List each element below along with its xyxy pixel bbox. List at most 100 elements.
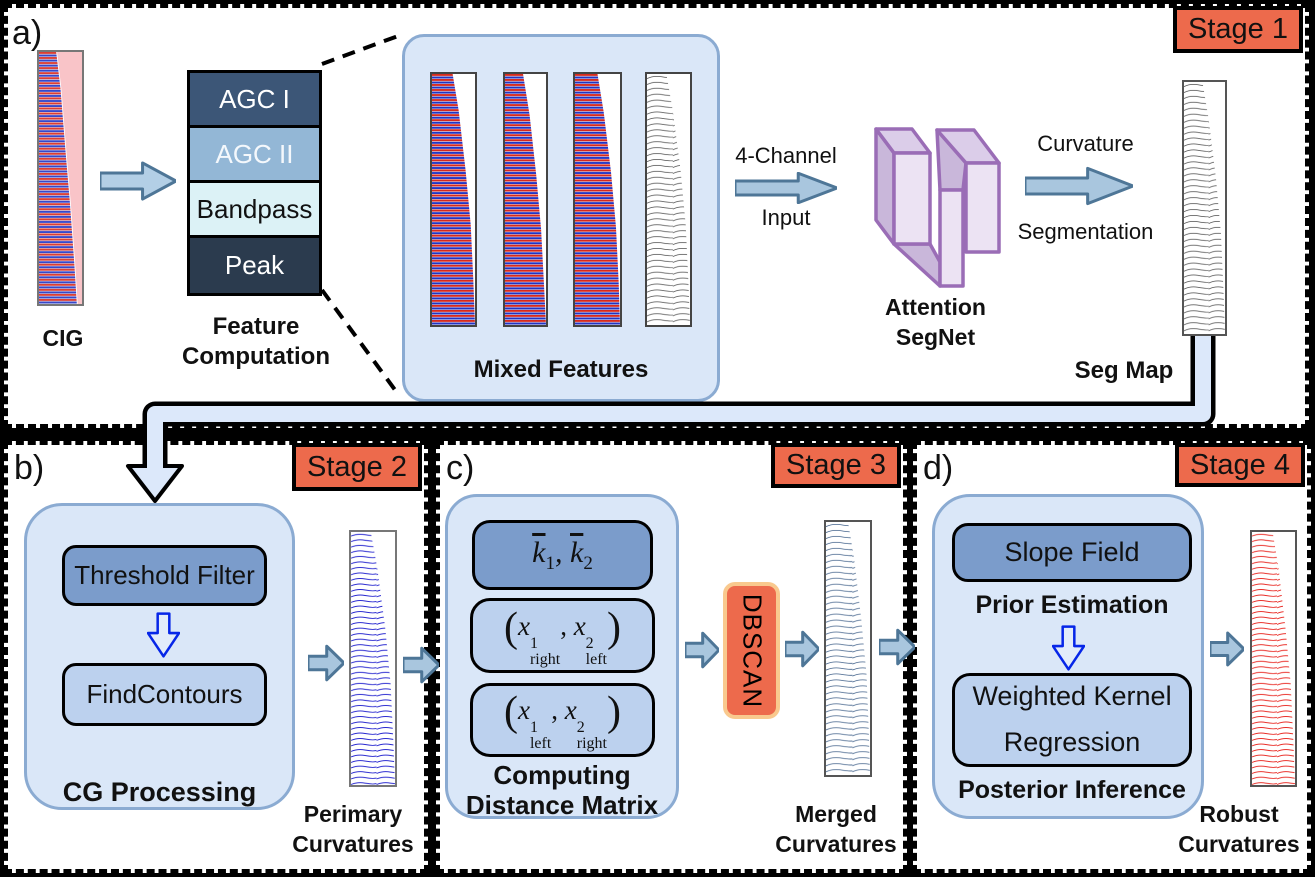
- pair2-open-paren: (: [503, 689, 518, 735]
- panel-c-letter: c): [446, 449, 475, 487]
- robust-curvatures-label: Robust Curvatures: [1178, 801, 1300, 857]
- posterior-inference-label: Posterior Inference: [958, 776, 1186, 804]
- channel-arrow-label-top: 4-Channel: [735, 143, 837, 168]
- merged-curvatures-label: Merged Curvatures: [775, 801, 897, 857]
- arrow-stage3-to-stage4: [879, 627, 915, 667]
- mixed-feature-image-4: [645, 72, 692, 327]
- arrow-matrix-to-dbscan: [685, 630, 719, 670]
- stage1-badge-label: Stage 1: [1188, 13, 1288, 45]
- kbar-comma: ,: [555, 535, 563, 569]
- stage2-badge: Stage 2: [292, 443, 422, 491]
- curvature-arrow-label-top: Curvature: [1037, 131, 1134, 156]
- primary-curvatures-image: [349, 530, 397, 787]
- arrow-stage2-to-stage3: [403, 645, 439, 685]
- dbscan-label: DBSCAN: [737, 593, 767, 708]
- arrow-4channel-input: [735, 172, 837, 204]
- blue-down-arrow-d: [1052, 625, 1085, 671]
- slope-field-label: Slope Field: [1004, 537, 1140, 567]
- pair2-x1-sup: 1: [529, 719, 538, 736]
- findcontours-box: FindContours: [62, 663, 267, 726]
- arrow-inference-to-robust: [1210, 630, 1244, 668]
- mixed-feature-image-1: [430, 72, 477, 327]
- threshold-filter-label: Threshold Filter: [74, 560, 255, 590]
- panel-stage4: d) Stage 4 Slope Field Prior Estimation …: [913, 441, 1311, 873]
- pair1-comma: ,: [560, 610, 567, 641]
- pair1-x1-sub: right: [529, 650, 561, 668]
- dbscan-box: DBSCAN: [723, 582, 780, 719]
- distance-matrix-label: Computing Distance Matrix: [465, 760, 659, 820]
- cg-processing-box: Threshold Filter FindContours CG Process…: [24, 503, 295, 810]
- slope-field-box: Slope Field: [952, 523, 1192, 582]
- k1-base: k: [532, 535, 546, 569]
- curvature-arrow-label-bottom: Segmentation: [1017, 219, 1154, 244]
- kbar-box: k1, k2: [472, 520, 653, 590]
- cig-label: CIG: [42, 325, 84, 351]
- panel-stage2: b) Stage 2 Threshold Filter FindContours…: [4, 441, 428, 873]
- kbar-formula: k1, k2: [532, 536, 593, 575]
- stack-row-peak: Peak: [190, 238, 319, 293]
- weighted-kernel-regression-box: Weighted Kernel Regression: [952, 673, 1192, 767]
- prior-estimation-label: Prior Estimation: [975, 591, 1169, 619]
- findcontours-label: FindContours: [86, 679, 243, 709]
- arrow-dbscan-to-merged: [785, 629, 819, 669]
- panel-b-letter: b): [14, 449, 45, 487]
- k1-sub: 1: [545, 552, 556, 574]
- mixed-feature-image-2: [503, 72, 548, 327]
- channel-arrow-label-bottom: Input: [761, 205, 811, 230]
- arrow-cg-to-primary: [308, 643, 344, 683]
- feature-computation-label: Feature Computation: [182, 313, 330, 370]
- pair1-x2-sup: 2: [585, 634, 594, 652]
- arrow-cig-to-features: [100, 160, 176, 202]
- pair1-x2-sub: left: [585, 650, 607, 668]
- pair1-open-paren: (: [503, 604, 518, 651]
- stack-row-agc2: AGC II: [190, 128, 319, 183]
- mixed-features-box: Mixed Features: [402, 34, 720, 402]
- feature-computation-stack: AGC I AGC II Bandpass Peak: [187, 70, 322, 296]
- arrow-curvature-segmentation: [1025, 166, 1133, 206]
- cg-processing-label: CG Processing: [62, 777, 257, 807]
- stage4-badge: Stage 4: [1175, 443, 1305, 487]
- primary-curvatures-label: Perimary Curvatures: [292, 801, 414, 857]
- stage1-badge: Stage 1: [1173, 6, 1303, 53]
- pair1-x2: x: [573, 610, 586, 641]
- mixed-features-label: Mixed Features: [473, 356, 649, 383]
- panel-a-letter: a): [12, 14, 43, 52]
- panel-stage1: a) Stage 1 CIG AGC I AGC II Bandpass Pea…: [4, 4, 1309, 428]
- robust-curvatures-image: [1250, 530, 1297, 787]
- panel-d-letter: d): [923, 449, 954, 487]
- pair2-x1-sub: left: [529, 735, 552, 752]
- seg-map-label: Seg Map: [1074, 357, 1174, 384]
- pair1-x1: x: [517, 610, 530, 641]
- pair2-comma: ,: [551, 695, 559, 725]
- weighted-kernel-regression-label: Weighted Kernel Regression: [972, 681, 1172, 757]
- stage4-badge-label: Stage 4: [1190, 448, 1290, 481]
- pair1-close-paren: ): [607, 604, 621, 651]
- pair1-x1-sup: 1: [529, 634, 538, 652]
- merged-curvatures-image: [824, 520, 872, 777]
- inference-box: Slope Field Prior Estimation Weighted Ke…: [932, 494, 1204, 819]
- pair2-x1: x: [517, 695, 530, 725]
- pair2-x2-sup: 2: [576, 719, 585, 736]
- pair2-close-paren: ): [607, 689, 621, 735]
- threshold-filter-box: Threshold Filter: [62, 545, 267, 606]
- cig-gather-image: [37, 50, 84, 306]
- k2-sub: 2: [583, 552, 593, 574]
- stage2-badge-label: Stage 2: [307, 450, 407, 483]
- k2-base: k: [570, 535, 584, 569]
- blue-down-arrow-b: [147, 612, 180, 658]
- mixed-feature-image-3: [573, 72, 622, 327]
- attention-segnet-icon: [874, 127, 1001, 288]
- pair2-x2: x: [564, 695, 577, 725]
- attention-segnet-label: Attention SegNet: [885, 294, 986, 350]
- stage3-badge-label: Stage 3: [786, 449, 886, 481]
- stack-row-agc1: AGC I: [190, 73, 319, 128]
- seg-map-image: [1182, 80, 1227, 336]
- stack-row-bandpass: Bandpass: [190, 183, 319, 238]
